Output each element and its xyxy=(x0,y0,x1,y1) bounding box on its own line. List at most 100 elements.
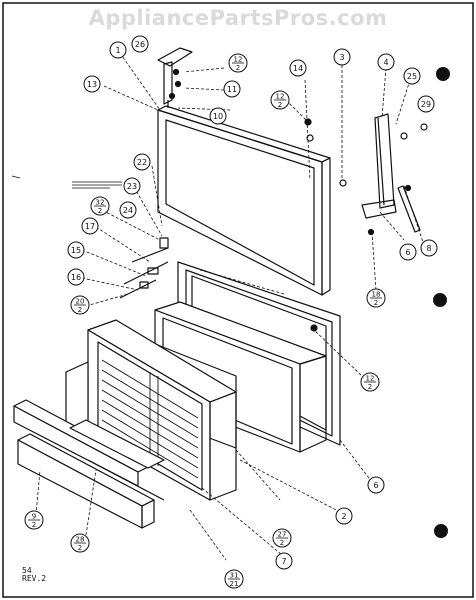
callout-circle xyxy=(417,95,435,113)
callout-denominator: 2 xyxy=(280,539,284,547)
callout-circle xyxy=(275,552,293,570)
callout-number: 11 xyxy=(227,85,237,94)
callout-f12a: 122 xyxy=(228,53,248,73)
callout-numerator: 12 xyxy=(276,93,285,101)
callout-circle xyxy=(67,241,85,259)
callout-number: 22 xyxy=(137,158,147,167)
callout-denominator: 2 xyxy=(78,544,82,552)
callout-circle xyxy=(119,201,137,219)
revision-block: 54 REV.2 xyxy=(22,567,46,583)
callout-c13: 13 xyxy=(83,75,101,93)
callout-circle xyxy=(133,153,151,171)
callout-circle xyxy=(123,177,141,195)
callout-c29: 29 xyxy=(417,95,435,113)
callout-number: 23 xyxy=(127,182,137,191)
callout-number: 29 xyxy=(421,100,431,109)
callout-denominator: 21 xyxy=(230,580,239,588)
callout-numerator: 28 xyxy=(76,536,85,544)
callout-number: 6 xyxy=(405,248,410,257)
part-drip-tray-lower xyxy=(17,433,155,529)
callout-denominator: 2 xyxy=(78,306,82,314)
callout-denominator: 2 xyxy=(98,207,102,215)
callout-number: 1 xyxy=(115,46,120,55)
part-hardware-screws xyxy=(119,237,169,299)
callout-number: 17 xyxy=(85,222,95,231)
callout-c7: 7 xyxy=(275,552,293,570)
callout-c24: 24 xyxy=(119,201,137,219)
callout-c25: 25 xyxy=(403,67,421,85)
callout-number: 7 xyxy=(281,557,286,566)
callout-c17: 17 xyxy=(81,217,99,235)
callout-number: 13 xyxy=(87,80,97,89)
callout-circle xyxy=(223,80,241,98)
callout-c22: 22 xyxy=(133,153,151,171)
callout-f27: 272 xyxy=(272,528,292,548)
callout-c4: 4 xyxy=(377,53,395,71)
callout-circle xyxy=(420,239,438,257)
part-grille-front xyxy=(65,319,237,501)
binder-hole-top xyxy=(436,67,450,81)
callout-denominator: 2 xyxy=(368,383,372,391)
callout-numerator: 32 xyxy=(96,199,105,207)
left-annotation-marks xyxy=(11,175,122,189)
callout-circle xyxy=(333,48,351,66)
binder-hole-bottom xyxy=(434,524,448,538)
callout-numerator: 20 xyxy=(76,298,85,306)
callout-number: 3 xyxy=(339,53,344,62)
callout-circle xyxy=(81,217,99,235)
callout-number: 6 xyxy=(373,481,378,490)
callout-numerator: 9 xyxy=(32,513,36,521)
part-top-bracket xyxy=(157,47,193,108)
part-tray-divider xyxy=(69,419,165,501)
callout-c16: 16 xyxy=(67,268,85,286)
callout-c8: 8 xyxy=(420,239,438,257)
callout-circle xyxy=(289,59,307,77)
drawing-code: 54 xyxy=(22,566,32,575)
callout-number: 8 xyxy=(426,244,431,253)
callout-denominator: 2 xyxy=(32,521,36,529)
callout-c2: 2 xyxy=(335,507,353,525)
callout-circle xyxy=(399,243,417,261)
callout-number: 14 xyxy=(293,64,303,73)
callout-f12c: 122 xyxy=(360,372,380,392)
part-frame-panel xyxy=(157,105,331,296)
callout-c3: 3 xyxy=(333,48,351,66)
callout-circle xyxy=(109,41,127,59)
callout-c6b: 6 xyxy=(367,476,385,494)
callout-f9: 92 xyxy=(24,510,44,530)
callout-c14: 14 xyxy=(289,59,307,77)
callout-circle xyxy=(83,75,101,93)
callout-c23: 23 xyxy=(123,177,141,195)
callout-c11: 11 xyxy=(223,80,241,98)
part-side-bracket xyxy=(361,113,397,219)
callout-circle xyxy=(67,268,85,286)
callout-f32: 322 xyxy=(90,196,110,216)
callout-c26: 26 xyxy=(131,35,149,53)
callout-number: 2 xyxy=(341,512,346,521)
grille-louvers xyxy=(101,359,199,479)
callout-number: 4 xyxy=(383,58,388,67)
callout-c6: 6 xyxy=(399,243,417,261)
callout-f12b: 122 xyxy=(270,90,290,110)
callout-c1: 1 xyxy=(109,41,127,59)
callout-circle xyxy=(367,476,385,494)
callout-number: 16 xyxy=(71,273,81,282)
part-slide-bar xyxy=(397,185,421,233)
callout-denominator: 2 xyxy=(278,101,282,109)
callout-number: 10 xyxy=(213,112,223,121)
callout-c10: 10 xyxy=(209,107,227,125)
callout-circle xyxy=(131,35,149,53)
callout-circle xyxy=(335,507,353,525)
callout-number: 26 xyxy=(135,40,145,49)
callout-c15: 15 xyxy=(67,241,85,259)
binder-hole-middle xyxy=(433,293,447,307)
revision-label: REV.2 xyxy=(22,574,47,583)
callout-f28: 282 xyxy=(70,533,90,553)
callout-denominator: 2 xyxy=(374,299,378,307)
callout-numerator: 12 xyxy=(234,56,243,64)
callout-circle xyxy=(209,107,227,125)
callout-numerator: 27 xyxy=(278,531,287,539)
